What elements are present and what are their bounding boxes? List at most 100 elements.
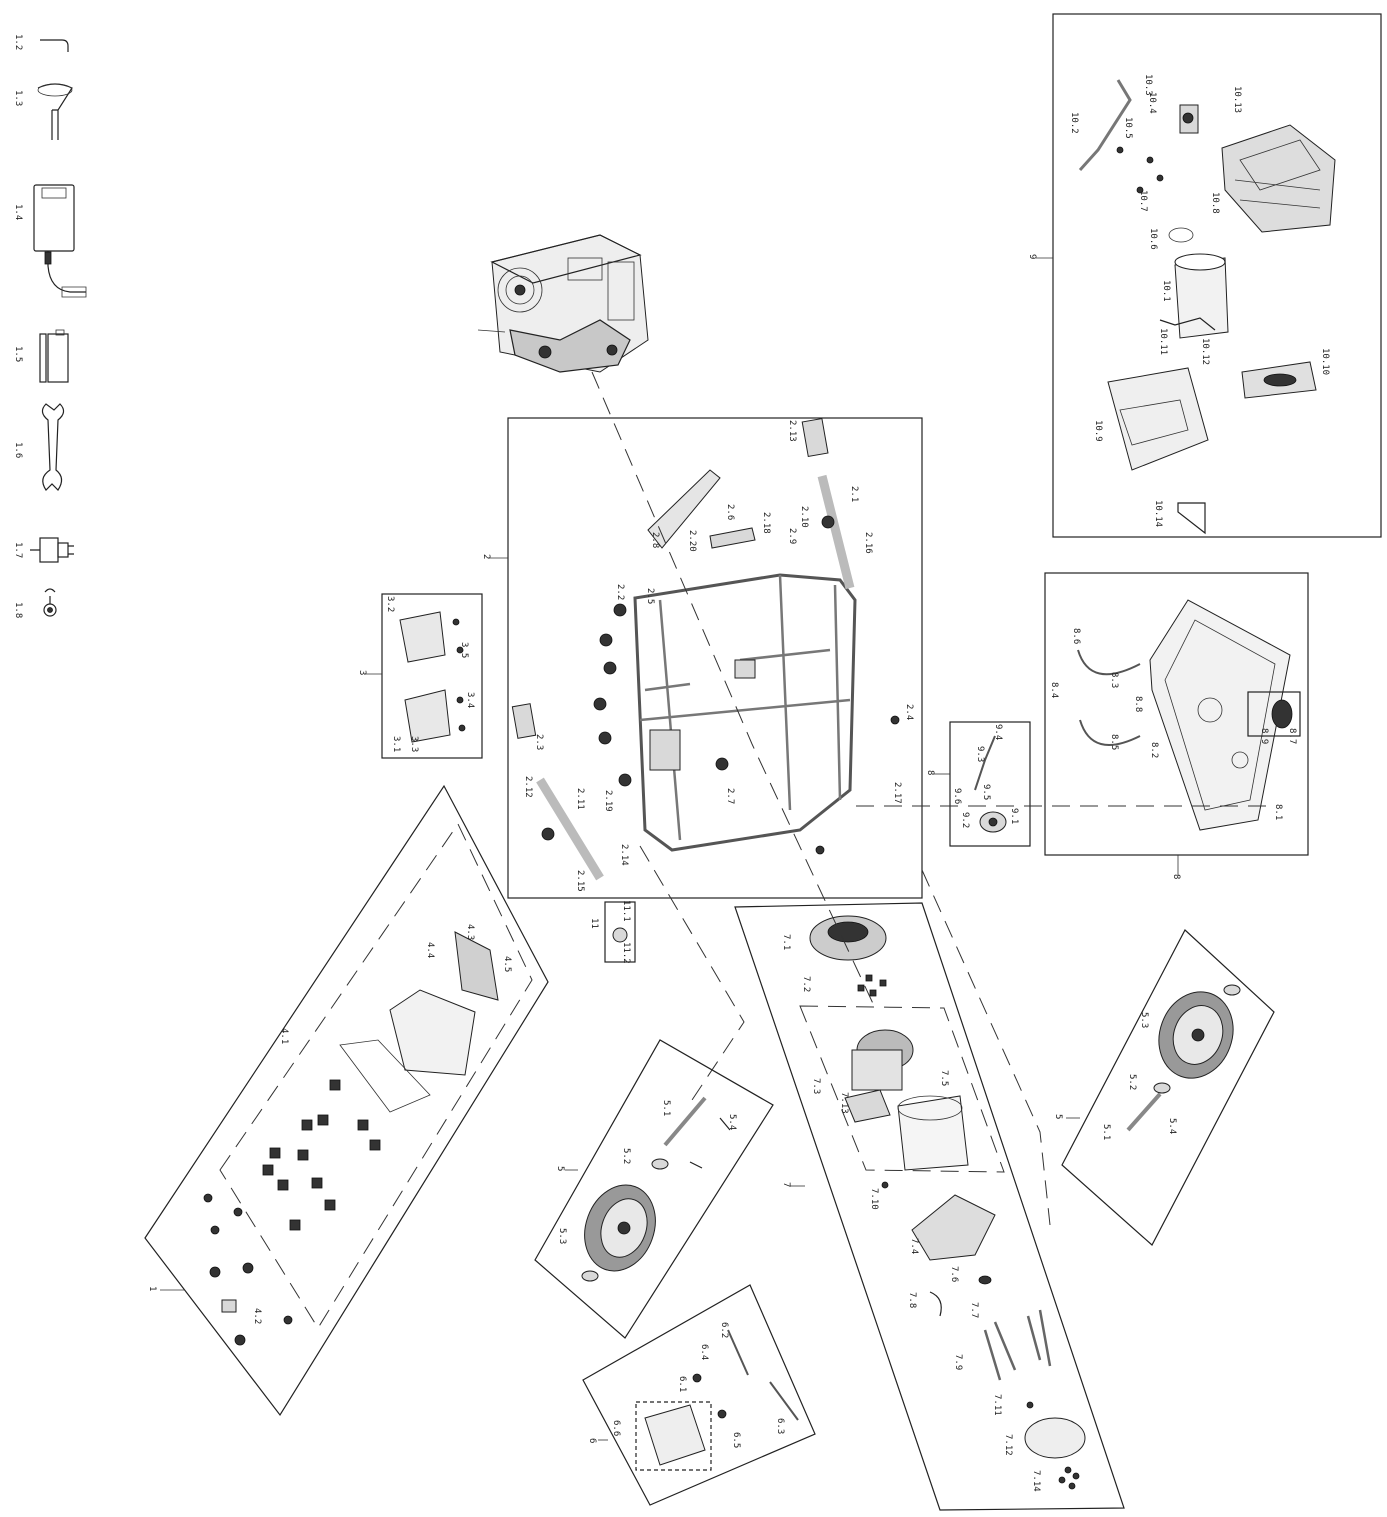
label-part-7-11: 7.11 [992,1394,1002,1416]
label-part-2-20: 2.20 [687,530,697,552]
label-part-4-3: 4.3 [465,924,475,940]
label-group-8: 8 [1171,874,1181,879]
label-part-10-13: 10.13 [1232,86,1242,113]
accessory-spark-plug-wrench: 1.2 [13,34,69,52]
label-group-11: 11 [589,918,599,929]
label-part-2-17: 2.17 [892,782,902,804]
label-part-6-4: 6.4 [699,1344,709,1360]
label-part-2-1: 2.1 [849,486,859,502]
label-part-10-3: 10.3 [1143,74,1153,96]
fuel-tank-group: 9 10.1 10.2 10.3 10.4 10.5 10.6 10.7 10.… [1027,13,1382,538]
label-part-5-4-right: 5.4 [1167,1118,1177,1134]
label-part-2-6: 2.6 [725,504,735,520]
label-part-4-5: 4.5 [502,956,512,972]
label-group-4: 1 [147,1286,157,1291]
label-part-2-2: 2.2 [615,584,625,600]
label-part-8-1: 8.1 [1273,804,1283,820]
label-group-10: 9 [1027,254,1037,259]
accessories-column: 1.2 1.3 1.4 1.5 1.6 1. [13,34,87,618]
label-part-8-9: 8.9 [1259,728,1269,744]
side-panel-group: 8 8.1 8.2 8.3 8.4 8.5 8.6 8.7 8.8 8.9 [1044,572,1309,879]
label-part-7-8: 7.8 [907,1292,917,1308]
label-part-7-6: 7.6 [949,1266,959,1282]
label-group-9: 8 [925,770,935,775]
assembly-centerlines [591,371,1270,1226]
label-part-7-10: 7.10 [869,1188,879,1210]
label-part-10-8: 10.8 [1210,192,1220,214]
label-part-7-12: 7.12 [1003,1434,1013,1456]
label-part-5-3-right: 5.3 [1139,1012,1149,1028]
label-part-10-4: 10.4 [1147,92,1157,114]
label-part-2-4: 2.4 [904,704,914,720]
label-part-3-3: 3.3 [409,736,419,752]
label-part-7-13: 7.13 [839,1092,849,1114]
label-part-10-11: 10.11 [1158,328,1168,355]
label-part-8-6: 8.6 [1071,628,1081,644]
label-part-4-1: 4.1 [279,1028,289,1044]
bracket-group: 3 3.1 3.2 3.3 3.4 3.5 [357,593,483,759]
label-part-7-3: 7.3 [811,1078,821,1094]
label-part-9-6: 9.6 [952,788,962,804]
label-accessory-4: 1.5 [13,346,23,362]
frame-group: 2 2.1 2.2 2.3 2.4 2.5 2.6 2.7 2.8 2.9 2. [481,417,923,899]
label-part-9-1: 9.1 [1009,808,1019,824]
label-accessory-1: 1.2 [13,34,23,50]
label-part-6-2: 6.2 [719,1322,729,1338]
label-part-5-3: 5.3 [557,1228,567,1244]
label-part-8-4: 8.4 [1049,682,1059,698]
accessory-funnel: 1.3 [13,83,73,140]
label-part-7-5: 7.5 [939,1070,949,1086]
label-part-2-7: 2.7 [725,788,735,804]
label-part-2-11: 2.11 [575,788,585,810]
label-part-2-8: 2.8 [650,532,660,548]
label-group-2: 2 [481,554,491,559]
label-group-6: 6 [587,1438,597,1443]
label-part-9-2: 9.2 [960,812,970,828]
control-components [203,1079,381,1346]
label-part-8-8: 8.8 [1133,696,1143,712]
label-part-11-2: 11.2 [621,942,631,964]
label-part-8-2: 8.2 [1149,742,1159,758]
control-panel-group: 1 4.1 4.2 4.3 4.4 4.5 [144,784,549,1417]
label-part-7-1: 7.1 [781,934,791,950]
alternator-group: 7 7.1 7.2 7.3 7.4 7.5 7.6 7.7 7.8 7.9 7.… [734,902,1125,1511]
label-part-10-12: 10.12 [1200,338,1210,365]
label-part-3-5: 3.5 [459,642,469,658]
label-group-7: 7 [781,1182,791,1187]
label-accessory-5: 1.6 [13,442,23,458]
label-part-10-2: 10.2 [1069,112,1079,134]
label-part-10-9: 10.9 [1093,420,1103,442]
air-filter-group: 8 9.1 9.2 9.3 9.4 9.5 9.6 [925,721,1031,847]
label-accessory-3: 1.4 [13,204,23,220]
label-part-2-10: 2.10 [799,506,809,528]
accessory-open-wrench: 1.6 [13,403,65,491]
label-part-2-18: 2.18 [761,512,771,534]
label-accessory-7: 1.8 [13,602,23,618]
label-part-2-9: 2.9 [787,528,797,544]
label-part-5-1: 5.1 [661,1100,671,1116]
label-part-10-6: 10.6 [1148,228,1158,250]
accessory-oil-bottle: 1.5 [13,329,69,383]
accessory-key: 1.8 [13,588,57,618]
label-part-3-2: 3.2 [385,596,395,612]
label-part-8-3: 8.3 [1109,672,1119,688]
label-part-2-14: 2.14 [619,844,629,866]
label-part-5-4: 5.4 [727,1114,737,1130]
label-part-10-14: 10.14 [1153,500,1163,527]
label-part-2-19: 2.19 [603,790,613,812]
label-part-2-13: 2.13 [787,420,797,442]
battery-group: 6 6.1 6.2 6.3 6.4 6.5 6.6 [582,1284,816,1506]
label-part-6-3: 6.3 [775,1418,785,1434]
label-part-7-4: 7.4 [909,1238,919,1254]
label-accessory-6: 1.7 [13,542,23,558]
label-part-2-3: 2.3 [534,734,544,750]
label-part-9-3: 9.3 [975,746,985,762]
label-part-5-2: 5.2 [621,1148,631,1164]
label-part-2-5: 2.5 [645,588,655,604]
label-part-7-14: 7.14 [1031,1470,1041,1492]
label-part-3-1: 3.1 [391,736,401,752]
label-part-6-1: 6.1 [677,1376,687,1392]
label-group-3: 3 [357,670,367,675]
part-group-11: 11 11.1 11.2 [589,900,636,964]
